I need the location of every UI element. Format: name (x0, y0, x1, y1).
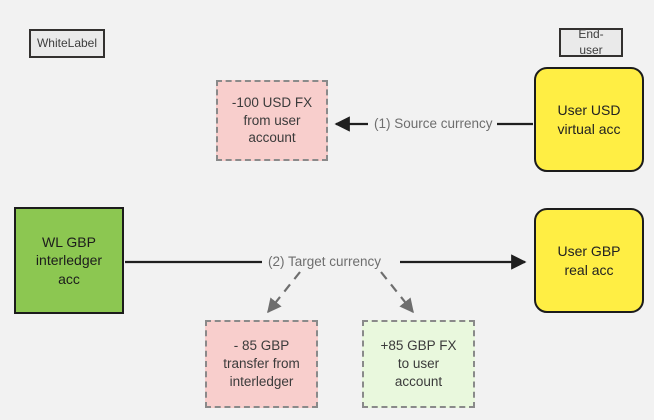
edge-target-currency-to-credit (380, 271, 414, 314)
node-wl-gbp-interledger-acc[interactable]: WL GBP interledger acc (14, 207, 124, 314)
node-gbp-fx-credit[interactable]: +85 GBP FX to user account (362, 320, 475, 408)
node-fx-debit-usd[interactable]: -100 USD FX from user account (216, 80, 328, 161)
node-gbp-transfer-debit[interactable]: - 85 GBP transfer from interledger (205, 320, 318, 408)
node-user-usd-virtual-acc[interactable]: User USD virtual acc (534, 67, 644, 172)
node-user-gbp-real-acc[interactable]: User GBP real acc (534, 208, 644, 313)
edge-target-currency-to-debit (267, 271, 301, 314)
lane-title-end-user: End-user (559, 27, 623, 57)
lane-title-whitelabel: WhiteLabel (29, 29, 105, 58)
edge-label-target-currency: (2) Target currency (264, 255, 386, 269)
edge-label-source-currency: (1) Source currency (370, 117, 497, 131)
